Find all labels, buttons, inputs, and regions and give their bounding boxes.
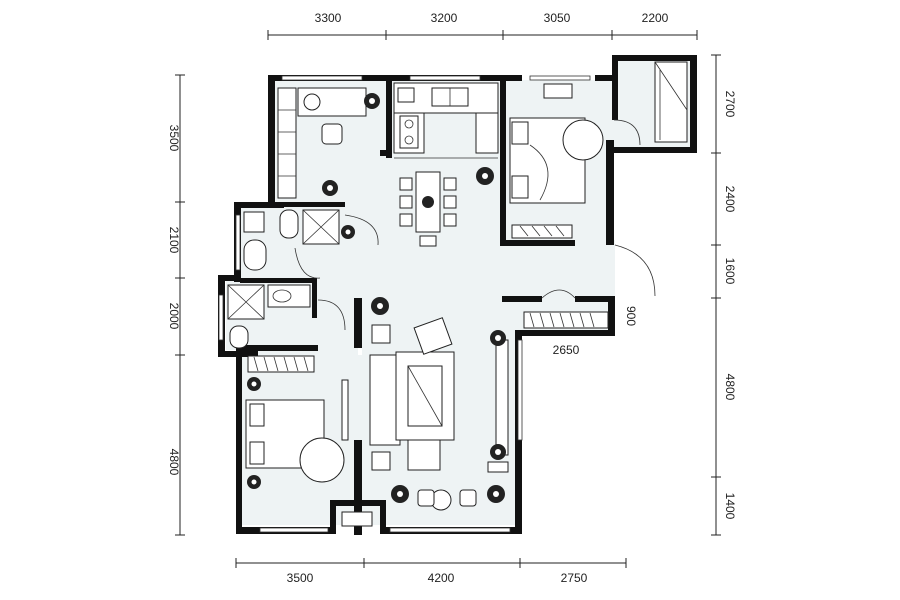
dim-top-3: 3050 [544,11,571,25]
bedroom-upper-furniture [509,83,604,239]
plant-icon [322,180,338,196]
dim-bottom-2: 4200 [428,571,455,585]
bedroom-lower-furniture [245,377,349,489]
plant-icon [341,225,355,239]
dim-top-2: 3200 [431,11,458,25]
entrance-storage [294,244,656,329]
left-dimension-line [175,74,185,536]
living-room [341,297,509,527]
dim-right-2: 2400 [723,186,737,213]
bathroom-one [243,209,379,271]
plant-icon [476,167,494,185]
dim-bottom-3: 2750 [561,571,588,585]
dining-table [399,171,457,247]
top-dimension-line [267,30,698,40]
dim-top-1: 3300 [315,11,342,25]
dim-inner-900: 900 [624,306,638,326]
dim-left-2: 2100 [167,227,181,254]
dim-left-1: 3500 [167,125,181,152]
study-furniture [277,87,367,199]
dim-right-5: 1400 [723,493,737,520]
hall-wardrobe [247,355,315,373]
windows [218,75,591,533]
fridge-icon [397,87,415,103]
sink-icon [431,87,469,107]
bathroom-two [227,284,346,349]
dim-left-4: 4800 [167,449,181,476]
dim-right-1: 2700 [723,91,737,118]
right-dimension-line [711,54,721,536]
dim-inner-2650: 2650 [553,343,580,357]
dim-right-3: 1600 [723,258,737,285]
dim-right-4: 4800 [723,374,737,401]
dim-left-3: 2000 [167,303,181,330]
balcony-top [613,61,688,146]
stove-icon [399,115,419,149]
plant-icon [364,93,380,109]
bottom-dimension-line [235,558,627,568]
dim-bottom-1: 3500 [287,571,314,585]
dim-top-4: 2200 [642,11,669,25]
